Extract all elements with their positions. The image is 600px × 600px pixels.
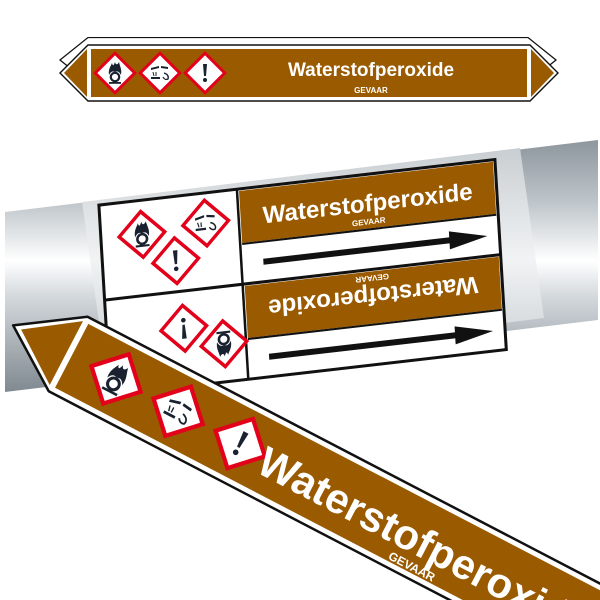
pipe-label: Waterstofperoxide GEVAAR Waterstofperoxi…: [97, 157, 508, 397]
top-pipe-marker: Waterstofperoxide GEVAAR: [58, 36, 559, 102]
flow-arrow-lower-icon: [268, 326, 494, 360]
top-signal-word: GEVAAR: [354, 86, 388, 95]
pipe-label-signal-upper: GEVAAR: [352, 215, 386, 228]
pipe-label-signal-lower: GEVAAR: [355, 271, 389, 284]
flow-arrow-upper-icon: [263, 231, 488, 265]
top-substance-name: Waterstofperoxide: [288, 60, 454, 81]
